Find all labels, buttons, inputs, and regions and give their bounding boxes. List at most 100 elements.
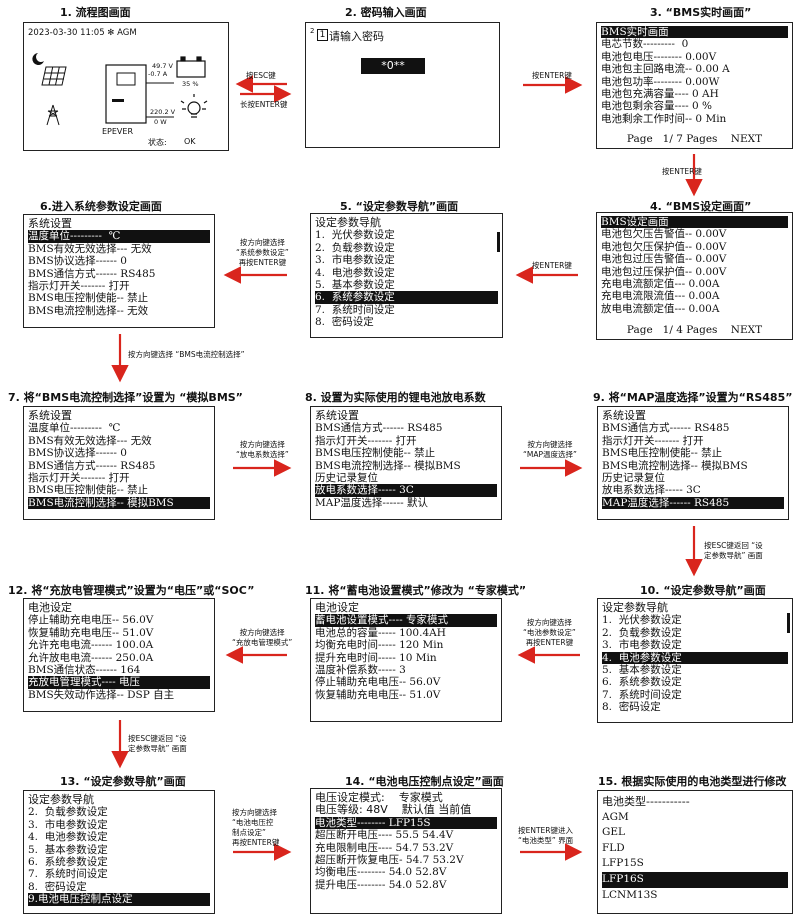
option-item[interactable]: LFP15S — [602, 857, 644, 870]
menu-item[interactable]: 恢复辅助充电电压-- 51.0V — [28, 626, 154, 639]
scrollbar[interactable] — [497, 232, 500, 252]
menu-item[interactable]: 均衡充电时间----- 120 Min — [315, 639, 444, 652]
note-enter-4: 按ENTER键 — [662, 167, 702, 176]
menu-item[interactable]: 温度补偿系数----- 3 — [315, 663, 406, 676]
menu-item-selected[interactable]: 蓄电池设置模式---- 专家模式 — [315, 614, 497, 627]
menu-item[interactable]: 2. 负载参数设定 — [602, 626, 682, 639]
menu-item[interactable]: BMS电压控制使能-- 禁止 — [315, 447, 436, 460]
menu-item[interactable]: 1. 光伏参数设定 — [602, 614, 682, 627]
menu-item[interactable]: BMS通信方式------ RS485 — [28, 459, 156, 472]
pv-voltage: 49.7 V — [152, 62, 173, 70]
option-item[interactable]: AGM — [602, 810, 629, 823]
menu-item[interactable]: BMS失效动作选择-- DSP 自主 — [28, 688, 175, 701]
menu-item[interactable]: BMS通信方式------ RS485 — [28, 267, 156, 280]
menu-item[interactable]: 放电系数选择----- 3C — [602, 484, 701, 497]
menu-item[interactable]: 6. 系统参数设定 — [28, 855, 108, 868]
menu-item[interactable]: BMS协议选择------ 0 — [28, 255, 127, 268]
menu-item[interactable]: 指示灯开关------- 打开 — [28, 471, 130, 484]
menu-item[interactable]: BMS通信方式------ RS485 — [315, 422, 443, 435]
menu-item[interactable]: 7. 系统时间设定 — [28, 868, 108, 881]
menu-item[interactable]: 5. 基本参数设定 — [28, 843, 108, 856]
menu-item-selected[interactable]: 9.电池电压控制点设定 — [28, 893, 210, 906]
password-prompt: 请输入密码 — [329, 30, 384, 43]
menu-item-selected[interactable]: 充放电管理模式---- 电压 — [28, 676, 210, 689]
menu-item[interactable]: BMS电流控制选择-- 无效 — [28, 304, 149, 317]
menu-item[interactable]: 6. 系统参数设定 — [602, 676, 682, 689]
menu-item-selected[interactable]: MAP温度选择------ RS485 — [602, 496, 784, 510]
menu-item[interactable]: BMS电压控制使能-- 禁止 — [28, 292, 149, 305]
menu-item-selected[interactable]: 放电系数选择----- 3C — [315, 484, 497, 497]
note-line: “充放电管理模式” — [232, 638, 293, 647]
option-item[interactable]: LCNM13S — [602, 888, 658, 901]
screen-14-voltage-points: 电压设定模式: 专家模式 电压等级: 48V 默认值 当前值 电池类型-----… — [310, 788, 502, 914]
menu-item[interactable]: BMS通信方式------ RS485 — [602, 422, 730, 435]
option-item[interactable]: GEL — [602, 826, 626, 839]
menu-item[interactable]: 1. 光伏参数设定 — [315, 229, 395, 242]
option-item[interactable]: FLD — [602, 841, 625, 854]
menu-item[interactable]: 充电限制电压---- 54.7 53.2V — [315, 841, 454, 854]
menu-item-selected[interactable]: 电池类型-------- LFP15S — [315, 816, 497, 830]
menu-item[interactable]: 指示灯开关------- 打开 — [602, 434, 704, 447]
menu-item[interactable]: 3. 市电参数设定 — [28, 818, 108, 831]
menu-item[interactable]: BMS有效无效选择--- 无效 — [28, 242, 152, 255]
note-line: 再按ENTER键 — [232, 838, 280, 847]
menu-item[interactable]: 5. 基本参数设定 — [602, 663, 682, 676]
note-line: 按方向键选择 — [239, 440, 285, 449]
tower-icon — [46, 104, 60, 126]
menu-item[interactable]: 均衡电压-------- 54.0 52.8V — [315, 866, 447, 879]
menu-item[interactable]: 8. 密码设定 — [315, 316, 374, 329]
menu-item[interactable]: 允许充电电流------ 100.0A — [28, 639, 154, 652]
option-item-selected[interactable]: LFP16S — [602, 871, 788, 888]
password-field[interactable]: *0** — [361, 58, 425, 74]
menu-item[interactable]: MAP温度选择------ 默认 — [315, 496, 429, 509]
menu-item[interactable]: 超压断开恢复电压- 54.7 53.2V — [315, 853, 464, 866]
menu-item[interactable]: 恢复辅助充电电压-- 51.0V — [315, 688, 441, 701]
menu-item[interactable]: BMS协议选择------ 0 — [28, 447, 127, 460]
menu-item-selected[interactable]: BMS电流控制选择-- 模拟BMS — [28, 496, 210, 510]
menu-item[interactable]: 电池总的容量----- 100.4AH — [315, 626, 446, 639]
menu-item[interactable]: 提升充电时间----- 10 Min — [315, 651, 437, 664]
title-14: 14. “电池电压控制点设定”画面 — [345, 775, 504, 788]
menu-item[interactable]: 2. 负载参数设定 — [28, 806, 108, 819]
menu-item[interactable]: 指示灯开关------- 打开 — [315, 434, 417, 447]
menu-item[interactable]: BMS电压控制使能-- 禁止 — [28, 484, 149, 497]
menu-item[interactable]: 指示灯开关------- 打开 — [28, 279, 130, 292]
menu-item[interactable]: BMS电流控制选择-- 模拟BMS — [315, 459, 461, 472]
note-9: 按方向键选择 “MAP温度选择” — [523, 440, 577, 460]
menu-item-selected[interactable]: 温度单位--------- ℃ — [28, 230, 210, 243]
menu-item[interactable]: 超压断开电压---- 55.5 54.4V — [315, 829, 454, 842]
menu-item[interactable]: 4. 电池参数设定 — [315, 266, 395, 279]
menu-item[interactable]: BMS有效无效选择--- 无效 — [28, 434, 152, 447]
menu-item[interactable]: 4. 电池参数设定 — [28, 831, 108, 844]
menu-item[interactable]: 温度单位--------- ℃ — [28, 422, 121, 435]
note-6: 按方向键选择 “系统参数设定” 再按ENTER键 — [236, 238, 289, 268]
menu-item[interactable]: 2. 负载参数设定 — [315, 241, 395, 254]
scrollbar[interactable] — [787, 613, 790, 633]
menu-item[interactable]: 允许放电电流------ 250.0A — [28, 651, 154, 664]
menu-item[interactable]: BMS电压控制使能-- 禁止 — [602, 447, 723, 460]
note-10: 按ESC键返回 “设 定参数导航” 画面 — [704, 541, 763, 561]
bulb-icon — [180, 94, 208, 118]
menu-item[interactable]: 3. 市电参数设定 — [315, 254, 395, 267]
pv-current: -0.7 A — [148, 70, 168, 78]
screen-1-flow: 2023-03-30 11:05 ✻ AGM — [23, 22, 229, 151]
menu-item-selected[interactable]: 4. 电池参数设定 — [602, 651, 788, 664]
menu-item[interactable]: BMS通信状态------ 164 — [28, 663, 141, 676]
note-line: 再按ENTER键 — [238, 258, 287, 267]
menu-item[interactable]: 提升电压-------- 54.0 52.8V — [315, 878, 447, 891]
menu-item[interactable]: 历史记录复位 — [315, 471, 378, 484]
menu-item[interactable]: 7. 系统时间设定 — [315, 303, 395, 316]
screen-header: 电池类型----------- — [602, 795, 690, 808]
menu-item[interactable]: BMS电流控制选择-- 模拟BMS — [602, 459, 748, 472]
menu-item[interactable]: 3. 市电参数设定 — [602, 639, 682, 652]
menu-item[interactable]: 7. 系统时间设定 — [602, 688, 682, 701]
menu-item-selected[interactable]: 6. 系统参数设定 — [315, 291, 498, 304]
list-item: 电池包充满容量---- 0 AH — [601, 87, 719, 100]
menu-item[interactable]: 5. 基本参数设定 — [315, 278, 395, 291]
menu-item[interactable]: 历史记录复位 — [602, 471, 665, 484]
menu-item[interactable]: 8. 密码设定 — [602, 701, 661, 714]
screen-header: 设定参数导航 — [315, 216, 381, 229]
menu-item[interactable]: 8. 密码设定 — [28, 880, 87, 893]
menu-item[interactable]: 停止辅助充电电压-- 56.0V — [315, 676, 441, 689]
menu-item[interactable]: 停止辅助充电电压-- 56.0V — [28, 614, 154, 627]
